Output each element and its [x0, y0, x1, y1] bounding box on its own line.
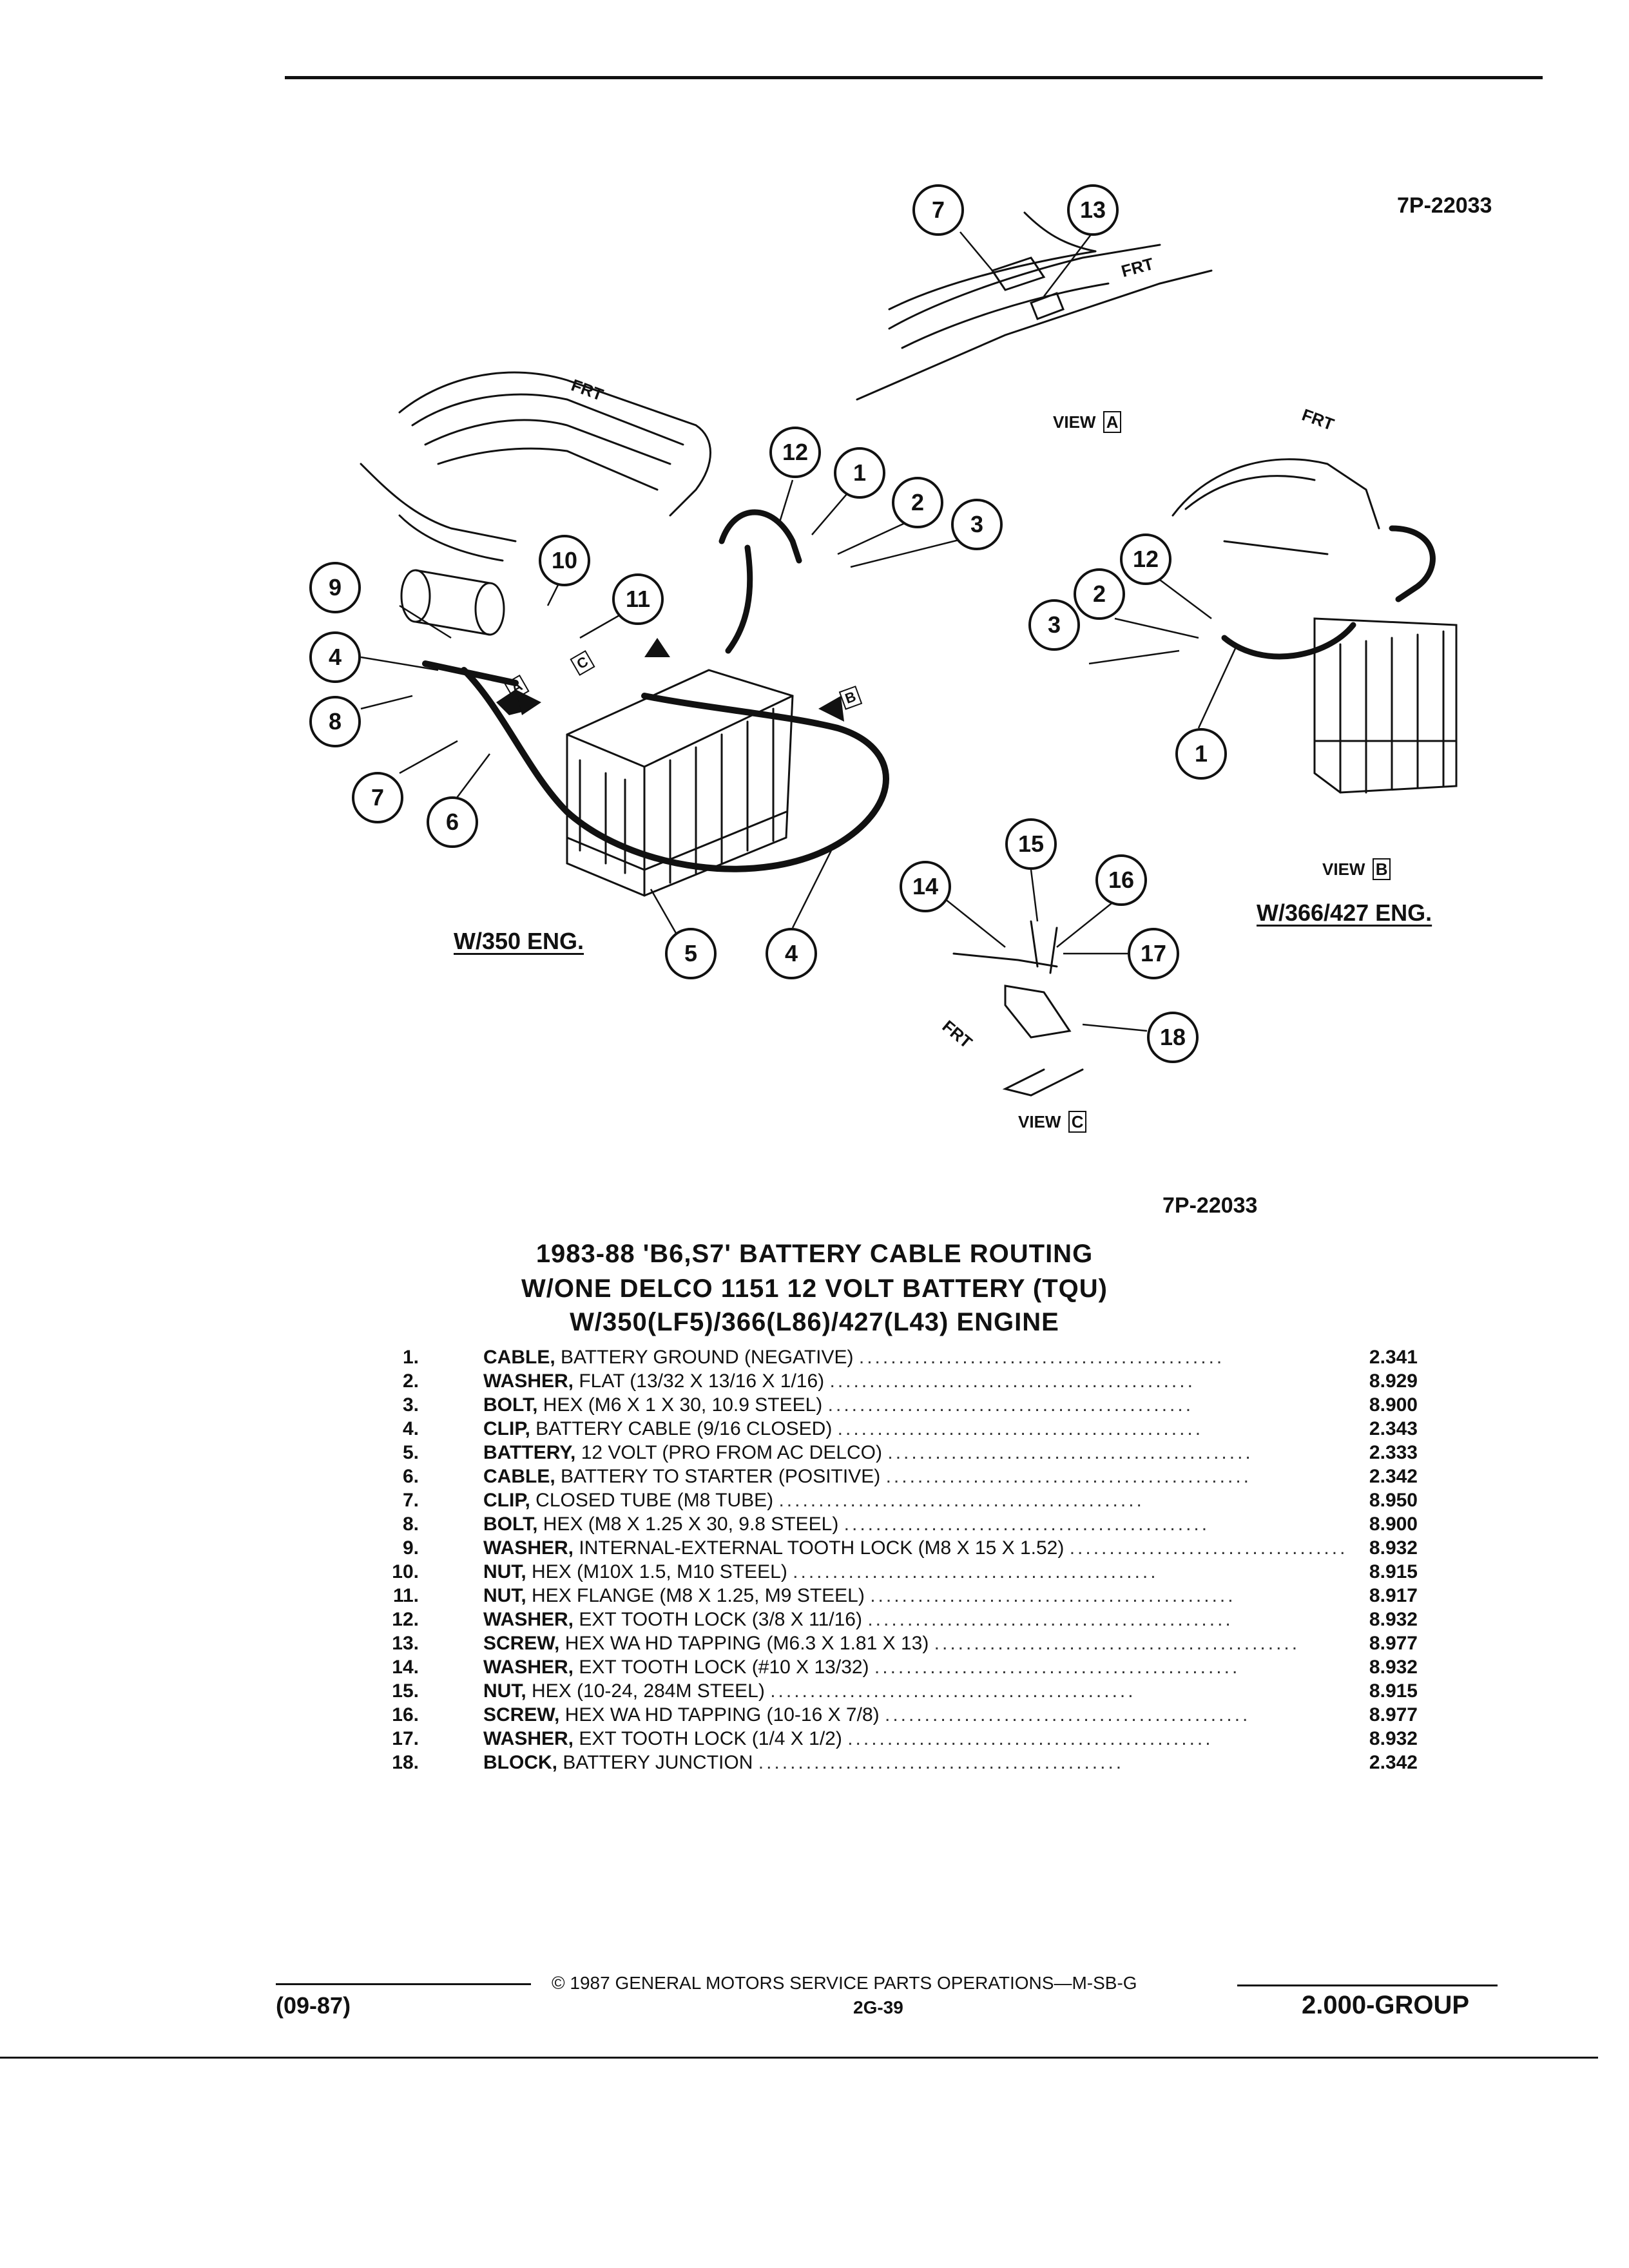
parts-row: 17.WASHER, EXT TOOTH LOCK (1/4 X 1/2) ..… [392, 1728, 1418, 1749]
parts-row: 13.SCREW, HEX WA HD TAPPING (M6.3 X 1.81… [392, 1633, 1418, 1654]
callout-18: 18 [1147, 1012, 1199, 1063]
engine-label-left: W/350 ENG. [454, 928, 584, 954]
view-b-label: VIEW B [1322, 858, 1391, 880]
parts-row: 15.NUT, HEX (10-24, 284M STEEL) ........… [392, 1680, 1418, 1702]
view-c-text: VIEW [1018, 1112, 1061, 1131]
figure-number-bottom: 7P-22033 [1162, 1193, 1258, 1218]
parts-list: 1.CABLE, BATTERY GROUND (NEGATIVE) .....… [361, 1345, 1418, 1774]
footer-date: (09-87) [276, 1992, 351, 2019]
parts-row: 18.BLOCK, BATTERY JUNCTION .............… [392, 1752, 1418, 1773]
callout-7b: 7 [352, 772, 403, 823]
callout-2b: 2 [1074, 568, 1125, 620]
view-a-box: A [1103, 411, 1122, 433]
parts-row: 3.BOLT, HEX (M6 X 1 X 30, 10.9 STEEL) ..… [402, 1394, 1418, 1416]
footer-group: 2.000-GROUP [1302, 1991, 1470, 2019]
callout-17: 17 [1128, 928, 1179, 979]
callout-8: 8 [309, 696, 361, 747]
callout-4b: 4 [766, 928, 817, 979]
callout-4: 4 [309, 631, 361, 683]
callout-1: 1 [834, 447, 885, 499]
callout-3b: 3 [1028, 599, 1080, 651]
callout-1b: 1 [1175, 728, 1227, 780]
engine-label-right: W/366/427 ENG. [1257, 899, 1432, 926]
figure-number-top: 7P-22033 [1397, 193, 1492, 218]
callout-7: 7 [912, 184, 964, 236]
parts-row: 8.BOLT, HEX (M8 X 1.25 X 30, 9.8 STEEL) … [402, 1514, 1418, 1535]
footer-rule-right [1237, 1984, 1498, 1986]
parts-row: 5.BATTERY, 12 VOLT (PRO FROM AC DELCO) .… [402, 1442, 1418, 1463]
view-a-text: VIEW [1053, 412, 1096, 432]
parts-row: 11.NUT, HEX FLANGE (M8 X 1.25, M9 STEEL)… [392, 1585, 1418, 1606]
parts-row: 10.NUT, HEX (M10X 1.5, M10 STEEL) ......… [392, 1561, 1418, 1582]
bottom-rule [0, 2057, 1598, 2059]
view-b-box: B [1372, 858, 1391, 880]
parts-row: 7.CLIP, CLOSED TUBE (M8 TUBE) ..........… [402, 1490, 1418, 1511]
callout-10: 10 [539, 535, 590, 586]
parts-row: 14.WASHER, EXT TOOTH LOCK (#10 X 13/32) … [392, 1657, 1418, 1678]
callout-11: 11 [612, 573, 664, 625]
parts-row: 16.SCREW, HEX WA HD TAPPING (10-16 X 7/8… [392, 1704, 1418, 1725]
callout-2: 2 [892, 477, 943, 528]
title-line-1: 1983-88 'B6,S7' BATTERY CABLE ROUTING [535, 1240, 1094, 1268]
callout-16: 16 [1095, 854, 1147, 906]
title-line-3: W/350(LF5)/366(L86)/427(L43) ENGINE [570, 1308, 1059, 1336]
title-line-2: W/ONE DELCO 1151 12 VOLT BATTERY (TQU) [521, 1274, 1108, 1303]
parts-row: 2.WASHER, FLAT (13/32 X 13/16 X 1/16) ..… [402, 1370, 1418, 1392]
footer-rule-left [276, 1983, 531, 1985]
footer-copyright: © 1987 GENERAL MOTORS SERVICE PARTS OPER… [552, 1973, 1137, 1993]
view-c-label: VIEW C [1018, 1111, 1087, 1133]
illustration [360, 211, 1458, 1097]
callout-15: 15 [1005, 818, 1057, 870]
parts-row: 6.CABLE, BATTERY TO STARTER (POSITIVE) .… [402, 1466, 1418, 1487]
callout-6: 6 [427, 796, 478, 848]
callout-12b: 12 [1120, 533, 1171, 585]
view-a-label: VIEW A [1053, 411, 1122, 433]
parts-row: 12.WASHER, EXT TOOTH LOCK (3/8 X 11/16) … [392, 1609, 1418, 1630]
callout-12: 12 [769, 427, 821, 478]
parts-row: 9.WASHER, INTERNAL-EXTERNAL TOOTH LOCK (… [402, 1537, 1418, 1559]
callout-3: 3 [951, 499, 1003, 550]
view-b-text: VIEW [1322, 860, 1365, 879]
parts-row: 4.CLIP, BATTERY CABLE (9/16 CLOSED) ....… [402, 1418, 1418, 1439]
callout-13: 13 [1067, 184, 1119, 236]
view-c-box: C [1068, 1111, 1087, 1133]
footer-page: 2G-39 [853, 1997, 903, 2017]
parts-row: 1.CABLE, BATTERY GROUND (NEGATIVE) .....… [402, 1347, 1418, 1368]
top-rule [285, 76, 1543, 79]
callout-5: 5 [665, 928, 717, 979]
callout-14: 14 [900, 861, 951, 912]
callout-9: 9 [309, 562, 361, 613]
